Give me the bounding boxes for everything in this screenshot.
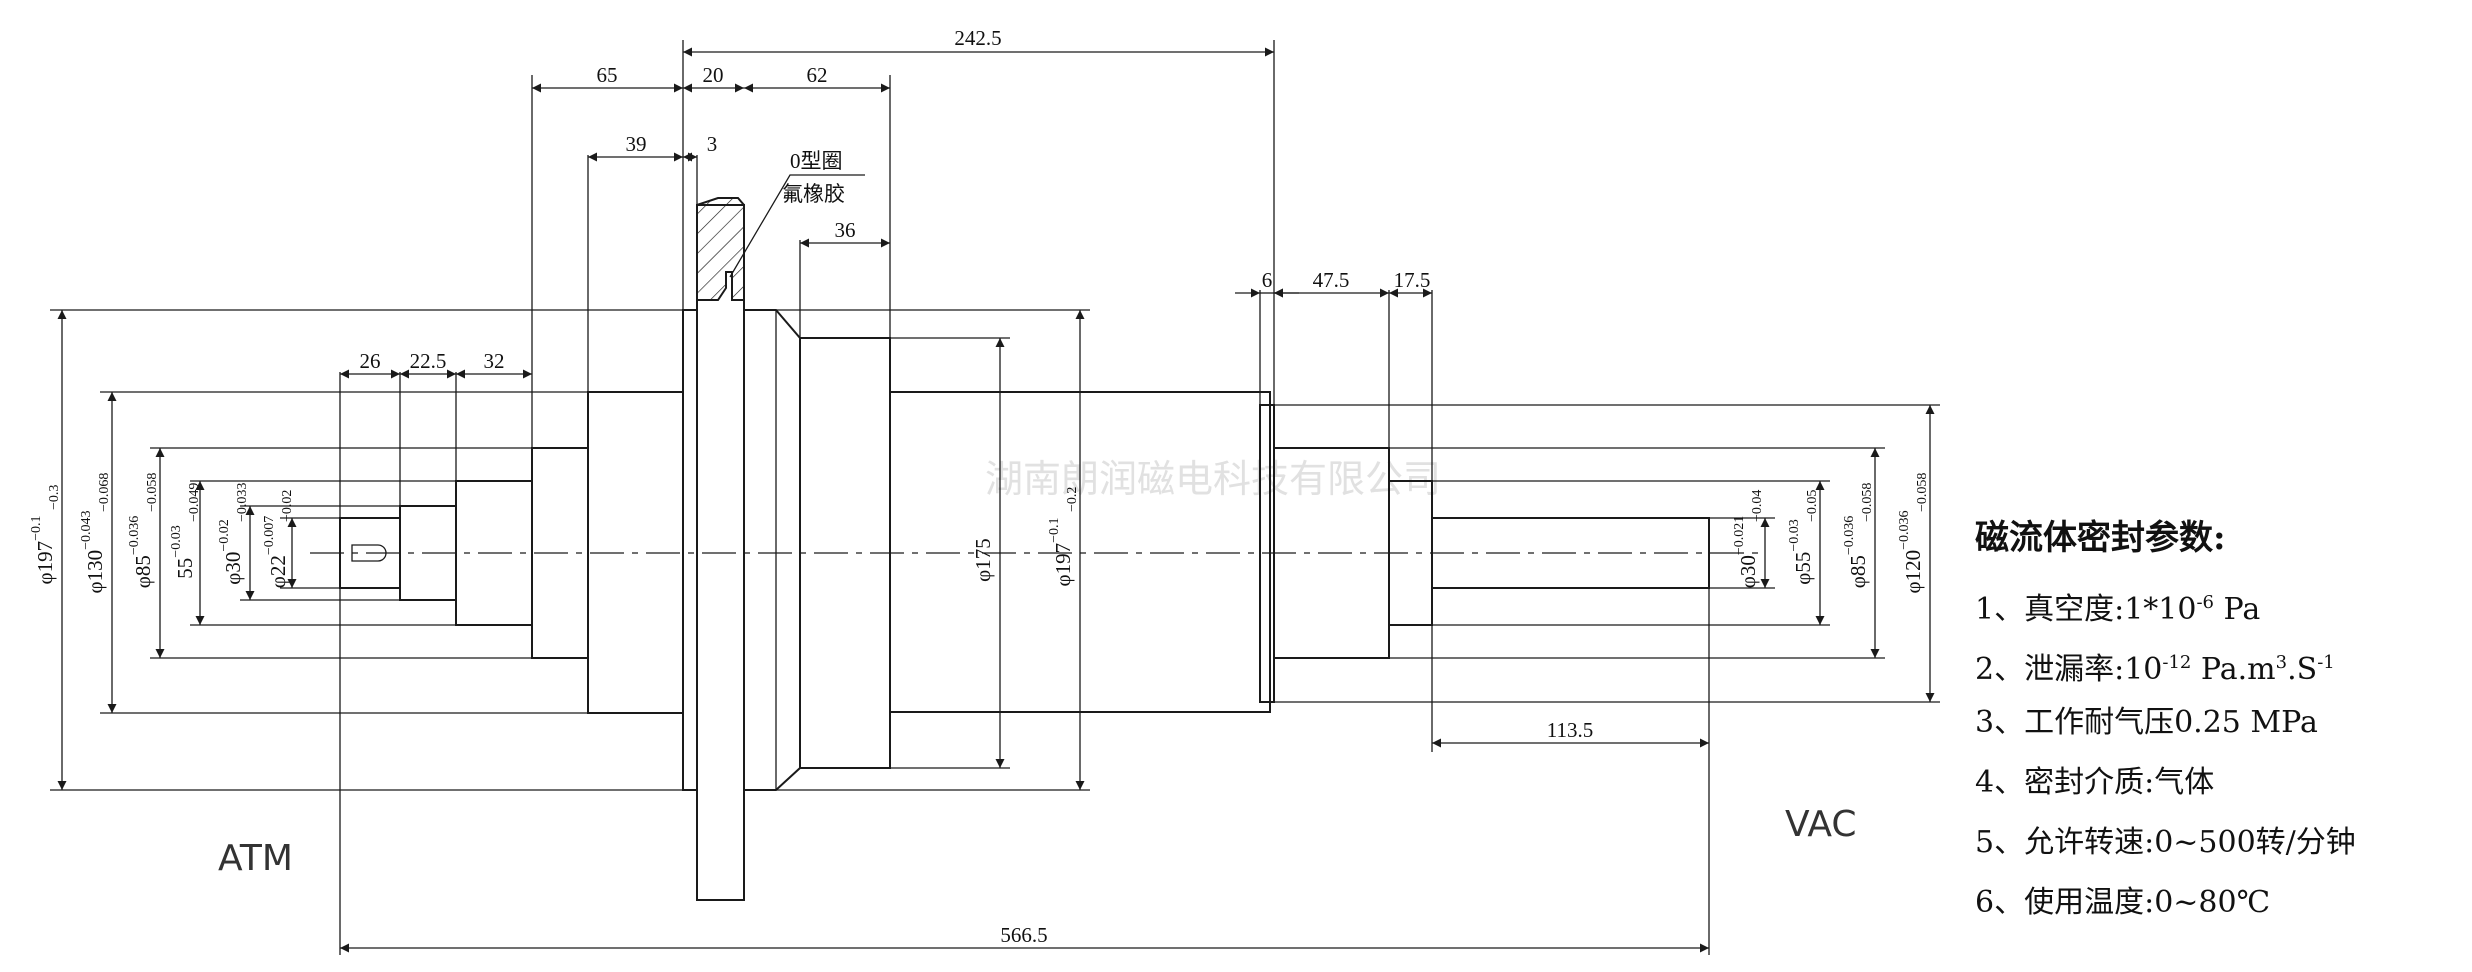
svg-text:−0.3: −0.3 bbox=[47, 485, 62, 510]
svg-text:−0.02: −0.02 bbox=[280, 490, 295, 522]
svg-text:φ175: φ175 bbox=[971, 538, 995, 582]
seal-parameters-panel: 磁流体密封参数: 1、真空度:1*10-6 Pa 2、泄漏率:10-12 Pa.… bbox=[1975, 510, 2445, 933]
dimension-lines bbox=[340, 47, 1709, 953]
dim-113-5: 113.5 bbox=[1547, 718, 1593, 742]
shaft-outline bbox=[339, 197, 1710, 901]
svg-text:φ22−0.007: φ22−0.007 bbox=[262, 516, 290, 589]
phi130-label: φ130−0.043 −0.068 bbox=[79, 473, 112, 594]
company-watermark: 湖南朗润磁电科技有限公司 bbox=[985, 459, 1441, 501]
oring-label-line1: 0型圈 bbox=[790, 149, 843, 173]
svg-text:φ197−0.1: φ197−0.1 bbox=[29, 515, 57, 584]
phi55-right-label: φ55−0.03 −0.05 bbox=[1787, 490, 1820, 585]
phi120-label: φ120−0.036 −0.058 bbox=[1897, 473, 1930, 594]
dim-65: 65 bbox=[597, 63, 618, 87]
diameter-dimension-lines bbox=[57, 310, 1935, 790]
dim-566-5: 566.5 bbox=[1000, 923, 1047, 947]
param-vacuum: 1、真空度:1*10-6 Pa bbox=[1975, 592, 2261, 627]
dim-242-5: 242.5 bbox=[954, 26, 1001, 50]
dim-3: 3 bbox=[707, 132, 718, 156]
dim-32: 32 bbox=[484, 349, 505, 373]
param-temperature: 6、使用温度:0~80℃ bbox=[1975, 885, 2271, 920]
param-speed: 5、允许转速:0~500转/分钟 bbox=[1975, 825, 2356, 860]
svg-text:φ85−0.036: φ85−0.036 bbox=[1842, 516, 1870, 589]
dim-26: 26 bbox=[360, 349, 381, 373]
dimension-labels: 242.5 65 20 62 39 3 36 26 22.5 32 6 47.5… bbox=[360, 26, 1594, 947]
phi197-left-label: φ197−0.1 −0.3 bbox=[29, 485, 62, 585]
svg-text:−0.049: −0.049 bbox=[187, 483, 202, 522]
param-medium: 4、密封介质:气体 bbox=[1975, 765, 2215, 800]
extension-lines bbox=[50, 40, 1940, 955]
svg-text:−0.2: −0.2 bbox=[1065, 487, 1080, 512]
dim-22-5: 22.5 bbox=[410, 349, 447, 373]
phi85-left-label: φ85−0.036 −0.058 bbox=[127, 473, 160, 589]
params-title: 磁流体密封参数: bbox=[1975, 518, 2226, 558]
svg-text:φ120−0.036: φ120−0.036 bbox=[1897, 510, 1925, 593]
dim-6: 6 bbox=[1262, 268, 1273, 292]
svg-text:φ197−0.1: φ197−0.1 bbox=[1047, 517, 1075, 586]
phi175-label: φ175 bbox=[971, 538, 995, 582]
svg-text:−0.058: −0.058 bbox=[1860, 483, 1875, 522]
dim-36: 36 bbox=[835, 218, 856, 242]
svg-text:−0.05: −0.05 bbox=[1805, 490, 1820, 522]
svg-text:−0.033: −0.033 bbox=[235, 483, 250, 522]
atm-zone-label: ATM bbox=[218, 838, 293, 879]
dim-20: 20 bbox=[703, 63, 724, 87]
param-pressure: 3、工作耐气压0.25 MPa bbox=[1975, 705, 2318, 740]
dim-62: 62 bbox=[807, 63, 828, 87]
svg-text:φ130−0.043: φ130−0.043 bbox=[79, 510, 107, 593]
vac-zone-label: VAC bbox=[1785, 804, 1856, 845]
phi197-mid-label: φ197−0.1 −0.2 bbox=[1047, 487, 1080, 587]
svg-text:φ55−0.03: φ55−0.03 bbox=[1787, 519, 1815, 585]
svg-text:φ30−0.02: φ30−0.02 bbox=[217, 519, 245, 585]
param-leak-rate: 2、泄漏率:10-12 Pa.m3.S-1 bbox=[1975, 652, 2335, 687]
phi30-right-label: φ30−0.021 −0.04 bbox=[1732, 490, 1765, 589]
phi30-left-label: φ30−0.02 −0.033 bbox=[217, 483, 250, 585]
phi22-label: φ22−0.007 −0.02 bbox=[262, 490, 295, 589]
svg-text:−0.068: −0.068 bbox=[97, 473, 112, 512]
oring-label-line2: 氟橡胶 bbox=[782, 182, 845, 206]
phi55-left-label: 55−0.03 −0.049 bbox=[169, 483, 202, 579]
svg-text:−0.058: −0.058 bbox=[1915, 473, 1930, 512]
svg-text:−0.04: −0.04 bbox=[1750, 490, 1765, 522]
dim-17-5: 17.5 bbox=[1394, 268, 1431, 292]
svg-text:φ85−0.036: φ85−0.036 bbox=[127, 516, 155, 589]
svg-text:−0.058: −0.058 bbox=[145, 473, 160, 512]
svg-text:φ30−0.021: φ30−0.021 bbox=[1732, 516, 1760, 589]
dim-47-5: 47.5 bbox=[1313, 268, 1350, 292]
diameter-labels: φ197−0.1 −0.3 φ130−0.043 −0.068 φ85−0.03… bbox=[29, 473, 1930, 594]
dim-39: 39 bbox=[626, 132, 647, 156]
phi85-right-label: φ85−0.036 −0.058 bbox=[1842, 483, 1875, 589]
svg-text:55−0.03: 55−0.03 bbox=[169, 525, 197, 578]
